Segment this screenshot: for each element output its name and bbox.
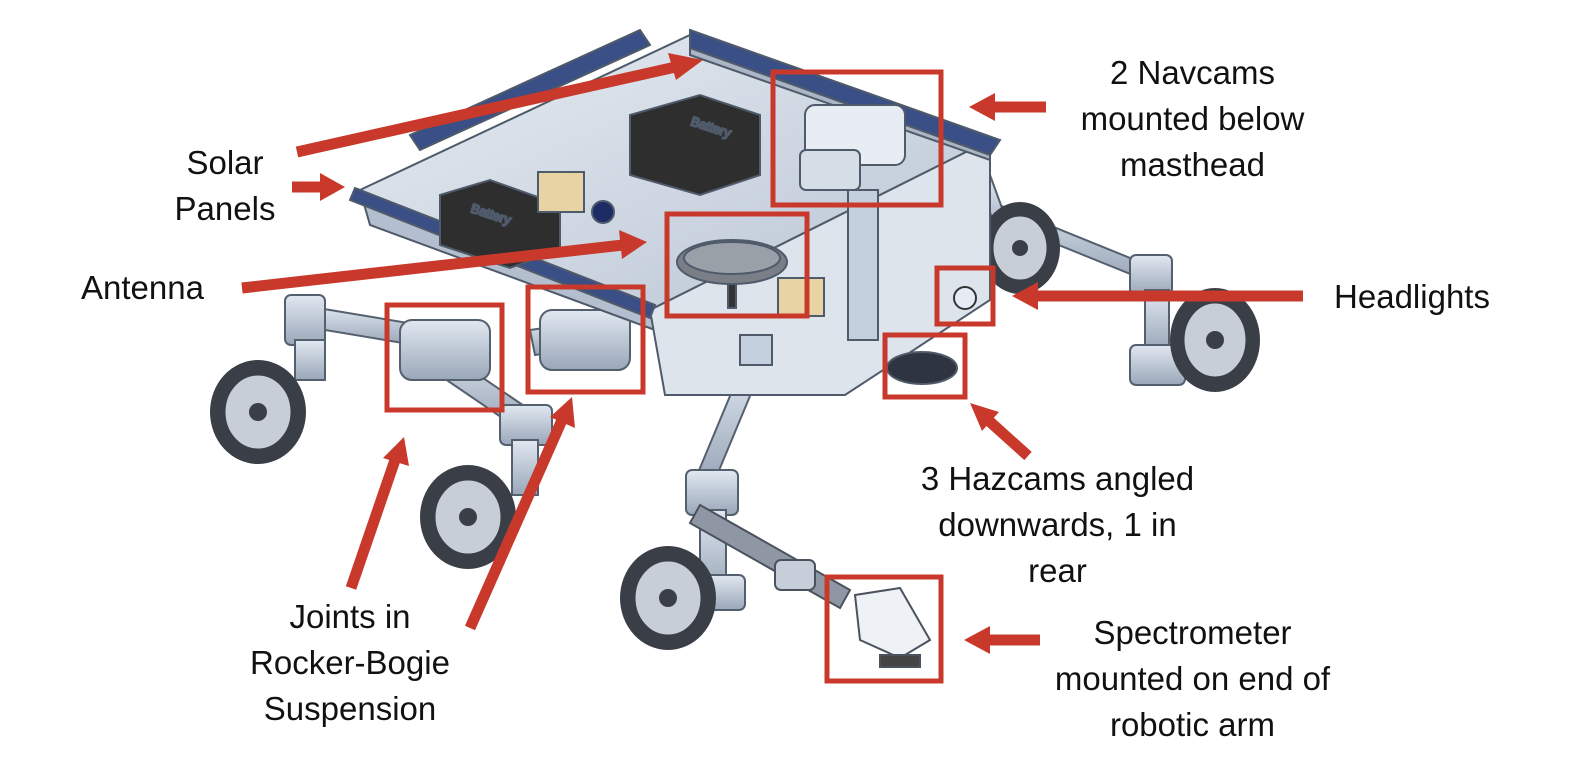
navcam-box (770, 69, 944, 208)
tan-box (777, 277, 825, 317)
antenna-dish (676, 239, 788, 309)
battery-box: Battery (629, 93, 761, 197)
label-line: downwards, 1 in (938, 506, 1177, 543)
arm-mount (739, 334, 773, 366)
hazcam-box (882, 332, 968, 400)
robotic-arm (688, 503, 932, 668)
battery-box: Battery (439, 178, 561, 270)
headlight-box (934, 265, 996, 327)
wheel (210, 360, 306, 464)
label-line: Panels (174, 190, 276, 227)
label-line: Headlights (1334, 278, 1490, 315)
label-line: Suspension (263, 690, 437, 727)
label-joints: Joints in Rocker-Bogie Suspension (210, 594, 490, 732)
wheel (1170, 288, 1260, 392)
annotation-arrows (241, 53, 1303, 654)
label-line: Antenna (81, 269, 204, 306)
joint-box-1 (384, 302, 505, 413)
tan-box (537, 171, 585, 213)
spectrometer-box (824, 574, 944, 684)
label-headlights: Headlights (1312, 274, 1512, 320)
label-line: mounted on end of (1054, 660, 1331, 697)
label-line: robotic arm (1109, 706, 1276, 743)
label-solar-panels: Solar Panels (150, 140, 300, 232)
label-line: Spectrometer (1093, 614, 1292, 651)
label-antenna: Antenna (60, 265, 225, 311)
annotation-boxes (384, 69, 996, 684)
label-line: masthead (1120, 146, 1265, 183)
label-line: Rocker-Bogie (250, 644, 450, 681)
label-navcams: 2 Navcams mounted below masthead (1040, 50, 1345, 188)
label-hazcams: 3 Hazcams angled downwards, 1 in rear (880, 456, 1235, 594)
wheel (620, 546, 716, 650)
label-line: 3 Hazcams angled (920, 460, 1195, 497)
masthead (799, 104, 906, 341)
wheels (210, 202, 1260, 650)
wheel (420, 465, 516, 569)
antenna-box (664, 211, 810, 319)
solar-panel-strip (689, 28, 1002, 157)
label-line: Solar (186, 144, 264, 181)
knob (591, 200, 615, 224)
label-line: rear (1028, 552, 1087, 589)
headlight (953, 286, 977, 310)
label-spectrometer: Spectrometer mounted on end of robotic a… (1020, 610, 1365, 748)
solar-panel-wing (408, 28, 652, 152)
wheel (980, 202, 1060, 294)
label-line: Joints in (289, 598, 411, 635)
label-line: mounted below (1080, 100, 1305, 137)
label-line: 2 Navcams (1109, 54, 1276, 91)
joint-box-2 (525, 284, 646, 395)
hazcam (886, 351, 958, 385)
